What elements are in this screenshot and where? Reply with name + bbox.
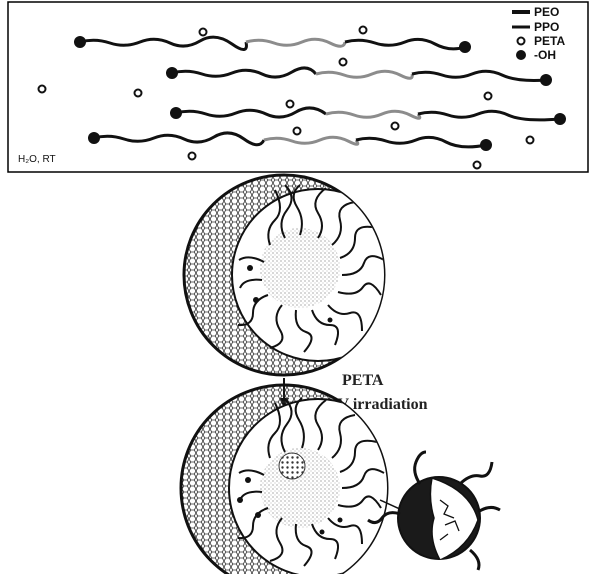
legend-peta-label: PETA [534,34,565,48]
peta-molecule [287,101,294,108]
legend-oh-label: -OH [534,48,556,62]
peta-molecule [39,86,46,93]
step-reagent: PETA [342,372,384,389]
oh-end-group [480,139,492,151]
oh-end-group [166,67,178,79]
legend-oh-swatch [516,50,526,60]
peta-molecule [189,153,196,160]
micelle-before-crosslinking [184,175,404,375]
ppo-core [260,228,340,308]
oh-end-group [170,107,182,119]
top-panel: PEO PPO PETA -OH [8,2,588,172]
oh-end-group [459,41,471,53]
oh-end-group [540,74,552,86]
peta-molecule [294,128,301,135]
legend-peo-label: PEO [534,5,559,19]
oh-end-group [88,132,100,144]
peta-molecule [392,123,399,130]
peta-molecule [485,93,492,100]
legend-ppo-label: PPO [534,20,559,34]
crosslinked-peta-network [279,453,305,479]
crosslinked-nanoparticle [368,452,500,570]
peta-molecule [360,27,367,34]
peta-molecule [200,29,207,36]
legend-peta-swatch [518,38,525,45]
oh-end-group [74,36,86,48]
peta-molecule [340,59,347,66]
reaction-condition: H₂O, RT [18,154,56,165]
micelle-after-crosslinking [181,385,407,574]
top-panel-frame [8,2,588,172]
oh-end-group [554,113,566,125]
peta-molecule [474,162,481,169]
peta-molecule [527,137,534,144]
peta-molecule [135,90,142,97]
